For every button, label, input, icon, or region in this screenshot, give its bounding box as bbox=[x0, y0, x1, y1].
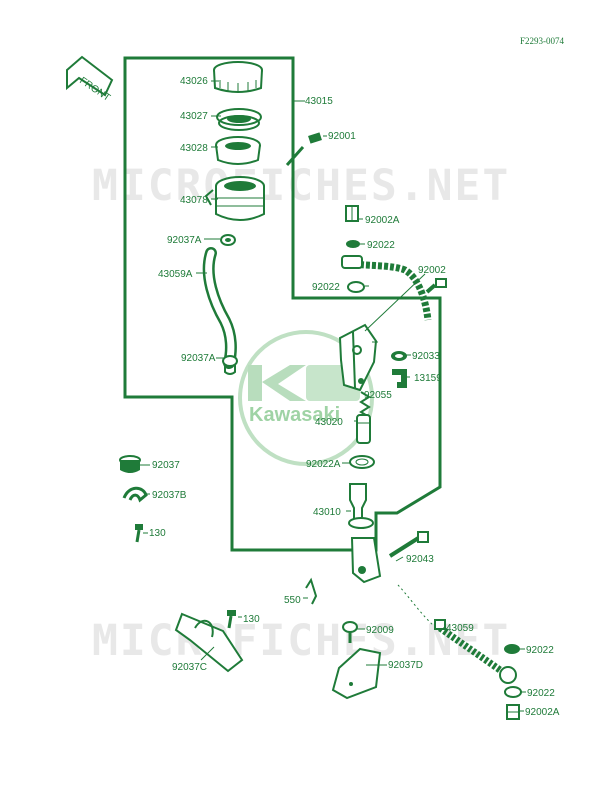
label-92043: 92043 bbox=[406, 554, 434, 565]
washer-92022-lower bbox=[504, 644, 520, 654]
drawing-code: F2293-0074 bbox=[520, 36, 565, 46]
reservoir-hose-43059A bbox=[202, 247, 237, 369]
bolt-130-right bbox=[227, 610, 236, 629]
grommet-92037 bbox=[119, 455, 141, 473]
label-550: 550 bbox=[284, 595, 301, 606]
fitting-13159 bbox=[392, 369, 407, 388]
push-rod-43010 bbox=[348, 483, 382, 584]
label-92022-top: 92022 bbox=[367, 240, 395, 251]
leader-lines bbox=[140, 80, 526, 712]
reservoir-cap-43026 bbox=[213, 61, 263, 93]
master-cylinder-body bbox=[338, 323, 378, 392]
label-13159: 13159 bbox=[414, 373, 442, 384]
label-43015: 43015 bbox=[305, 96, 333, 107]
label-92022-bottom: 92022 bbox=[527, 688, 555, 699]
assembly-outline bbox=[123, 56, 442, 552]
label-92037C: 92037C bbox=[172, 662, 207, 673]
brake-hose-92002 bbox=[341, 255, 447, 321]
diaphragm-43028 bbox=[215, 136, 261, 165]
washer-92022-bottom bbox=[504, 686, 522, 698]
spring-92055 bbox=[359, 391, 371, 418]
kawasaki-logo: Kawasaki bbox=[238, 330, 374, 466]
label-92037A-bottom: 92037A bbox=[181, 353, 216, 364]
label-92037: 92037 bbox=[152, 460, 180, 471]
label-92055: 92055 bbox=[364, 390, 392, 401]
label-43027: 43027 bbox=[180, 111, 208, 122]
reservoir-43078 bbox=[204, 176, 265, 221]
label-92022-mid: 92022 bbox=[312, 282, 340, 293]
bolt-130-left bbox=[135, 524, 143, 543]
brake-hose-43059 bbox=[397, 584, 517, 684]
label-92009: 92009 bbox=[366, 625, 394, 636]
watermark-top: MICROFICHES.NET bbox=[92, 161, 510, 211]
pin-92043 bbox=[388, 531, 429, 558]
label-92037D: 92037D bbox=[388, 660, 423, 671]
label-92037A-top: 92037A bbox=[167, 235, 202, 246]
label-43020: 43020 bbox=[315, 417, 343, 428]
label-130-left: 130 bbox=[149, 528, 166, 539]
label-43078: 43078 bbox=[180, 195, 208, 206]
hose-clamp-92037A-top bbox=[220, 234, 236, 246]
label-43010: 43010 bbox=[313, 507, 341, 518]
label-43059: 43059 bbox=[446, 623, 474, 634]
plate-43027 bbox=[216, 108, 262, 131]
label-92002A-bottom: 92002A bbox=[525, 707, 560, 718]
label-92022-lower: 92022 bbox=[526, 645, 554, 656]
bolt-92002A-top bbox=[345, 205, 359, 222]
label-43059A: 43059A bbox=[158, 269, 193, 280]
ring-92033 bbox=[391, 351, 407, 361]
label-92022A: 92022A bbox=[306, 459, 341, 470]
bolt-92002A-bottom bbox=[506, 704, 520, 720]
label-92001: 92001 bbox=[328, 131, 356, 142]
bracket-92037C bbox=[174, 612, 244, 673]
circlip-92022A bbox=[349, 455, 375, 469]
guard-92037D bbox=[331, 647, 382, 700]
kawasaki-text: Kawasaki bbox=[249, 404, 340, 426]
label-92002A-top: 92002A bbox=[365, 215, 400, 226]
label-92033: 92033 bbox=[412, 351, 440, 362]
front-arrow-icon: FRONT bbox=[66, 55, 114, 104]
washer-92022-mid bbox=[347, 281, 365, 293]
label-92002: 92002 bbox=[418, 265, 446, 276]
label-92037B: 92037B bbox=[152, 490, 187, 501]
cotter-pin-550 bbox=[305, 577, 318, 605]
label-43028: 43028 bbox=[180, 143, 208, 154]
label-130-right: 130 bbox=[243, 614, 260, 625]
screw-92009 bbox=[342, 621, 358, 643]
label-43026: 43026 bbox=[180, 76, 208, 87]
hose-clamp-92037A-bottom bbox=[222, 355, 238, 375]
piston-43020 bbox=[356, 414, 371, 444]
clamp-92037B bbox=[122, 486, 148, 503]
washer-92022-top bbox=[346, 240, 360, 248]
screw-92001 bbox=[285, 132, 322, 166]
